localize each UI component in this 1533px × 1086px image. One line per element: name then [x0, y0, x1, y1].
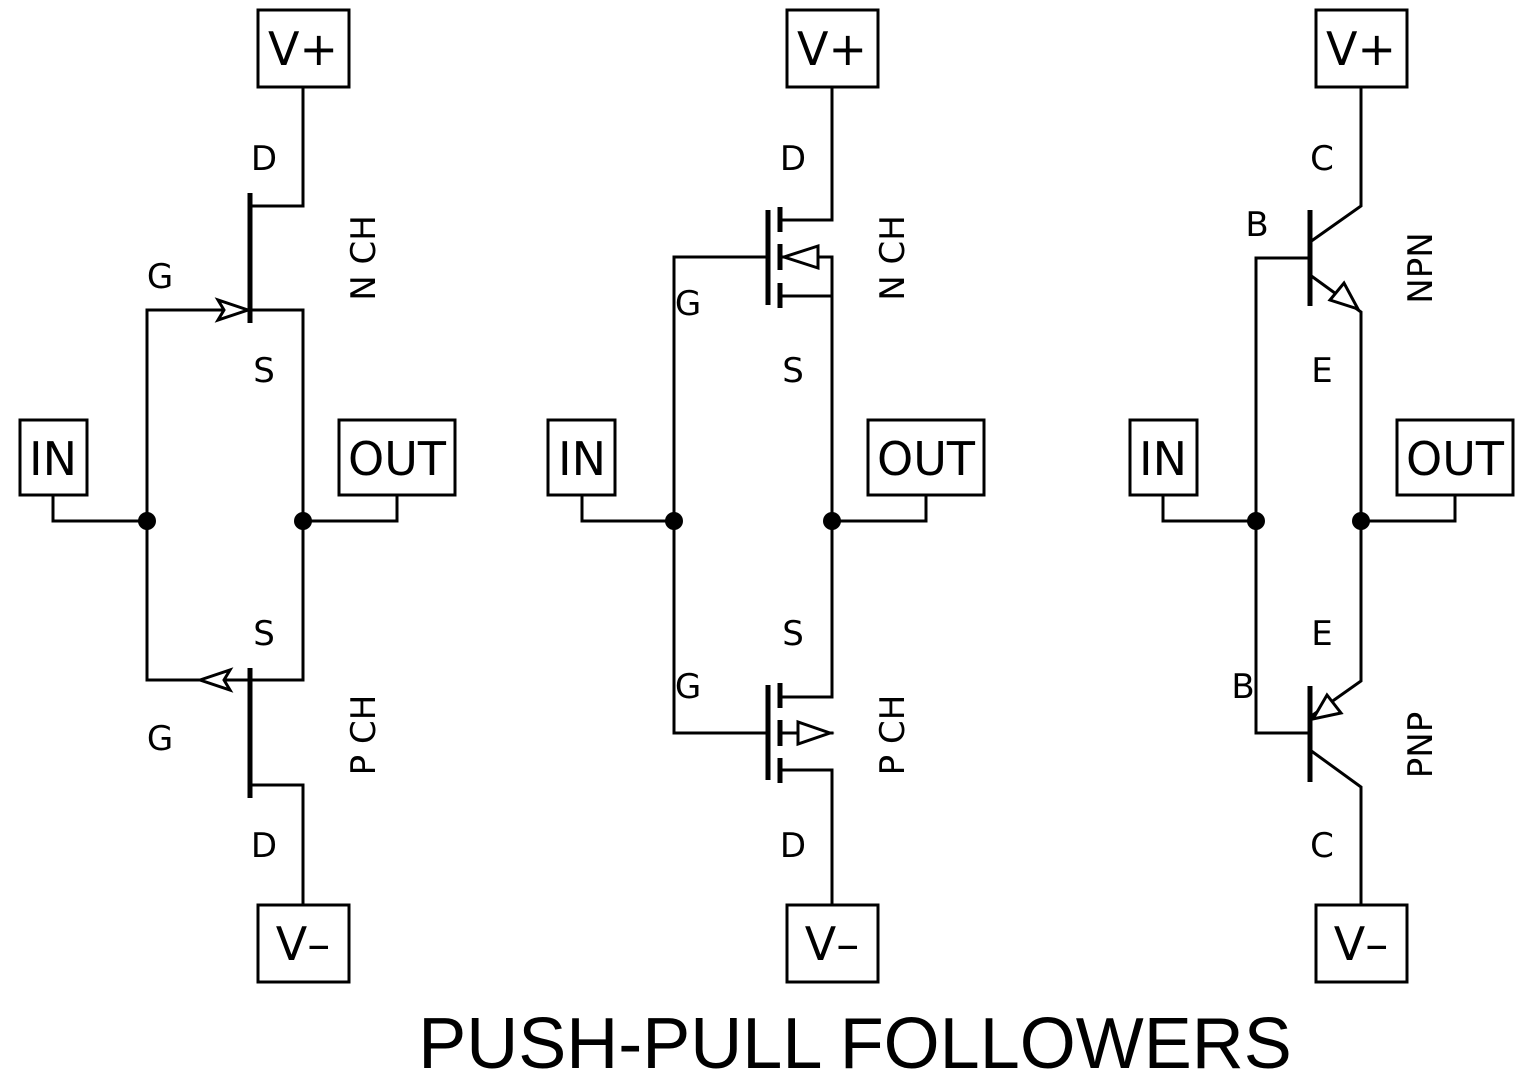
jfet-input-label: IN [29, 432, 77, 486]
mosfet-p-drain-label: D [780, 826, 806, 866]
bjt-circuit: V+ V– IN OUT C B E E B C NPN PNP [1128, 8, 1515, 984]
bjt-npn-emitter-arrow [1327, 280, 1362, 312]
mosfet-circuit: V+ V– IN OUT D G S S G D N CH P CH [546, 8, 986, 984]
jfet-p-gate-label: G [147, 719, 173, 759]
mosfet-input-junction [665, 512, 683, 530]
bjt-wires [1161, 85, 1457, 907]
jfet-p-type-label: P CH [344, 695, 384, 776]
mosfet-input-box [546, 418, 617, 497]
jfet-p-source-label: S [253, 614, 275, 654]
bjt-bottom-rail-label: V– [1334, 917, 1388, 971]
bjt-pnp-type-label: PNP [1401, 712, 1441, 778]
jfet-n-source-label: S [253, 351, 275, 391]
jfet-input-box [18, 418, 89, 497]
jfet-input-junction [138, 512, 156, 530]
bjt-pnp-collector-label: C [1310, 826, 1334, 866]
mosfet-p-gate-label: G [675, 667, 701, 707]
mosfet-output-box [866, 418, 986, 497]
bjt-pnp-base-label: B [1231, 667, 1254, 707]
bjt-top-rail-label: V+ [1326, 22, 1396, 76]
jfet-bottom-rail-label: V– [276, 917, 330, 971]
mosfet-n-body-arrow [779, 243, 820, 271]
jfet-circuit: V+ V– IN OUT D G S S G D N CH P CH [18, 8, 457, 984]
jfet-bottom-rail-box [256, 903, 351, 984]
jfet-output-junction [294, 512, 312, 530]
bjt-output-box [1395, 418, 1515, 497]
mosfet-top-rail-label: V+ [797, 22, 867, 76]
jfet-n-drain-label: D [251, 139, 277, 179]
jfet-wires [51, 85, 399, 907]
bjt-npn-emitter-label: E [1311, 351, 1332, 391]
mosfet-n-type-label: N CH [873, 215, 913, 301]
bjt-npn-type-label: NPN [1401, 232, 1441, 303]
bjt-npn-collector-label: C [1310, 139, 1334, 179]
diagram-title: PUSH-PULL FOLLOWERS [418, 1004, 1292, 1084]
mosfet-n-drain-label: D [780, 139, 806, 179]
mosfet-input-label: IN [558, 432, 606, 486]
mosfet-output-label: OUT [877, 432, 976, 486]
bjt-top-rail-box [1314, 8, 1409, 89]
mosfet-n-gate-label: G [675, 284, 701, 324]
bjt-input-junction [1247, 512, 1265, 530]
jfet-output-box [337, 418, 457, 497]
bjt-npn-base-label: B [1245, 205, 1268, 245]
bjt-pnp-emitter-arrow [1309, 692, 1344, 722]
jfet-n-gate-arrow [214, 297, 253, 323]
jfet-top-rail-label: V+ [268, 22, 338, 76]
mosfet-bottom-rail-box [785, 903, 880, 984]
bjt-input-label: IN [1139, 432, 1187, 486]
jfet-n-gate-label: G [147, 257, 173, 297]
mosfet-output-junction [823, 512, 841, 530]
mosfet-p-source-label: S [782, 614, 804, 654]
bjt-output-label: OUT [1406, 432, 1505, 486]
jfet-top-rail-box [256, 8, 351, 89]
mosfet-top-rail-box [785, 8, 880, 89]
jfet-p-drain-label: D [251, 826, 277, 866]
jfet-output-label: OUT [348, 432, 447, 486]
bjt-output-junction [1352, 512, 1370, 530]
bjt-bottom-rail-box [1314, 903, 1409, 984]
bjt-pnp-emitter-label: E [1311, 614, 1332, 654]
jfet-n-type-label: N CH [344, 215, 384, 301]
mosfet-p-type-label: P CH [873, 695, 913, 776]
mosfet-bottom-rail-label: V– [805, 917, 859, 971]
bjt-input-box [1128, 418, 1199, 497]
mosfet-n-source-label: S [782, 351, 804, 391]
jfet-p-gate-arrow [195, 667, 234, 693]
mosfet-p-body-arrow [796, 719, 835, 747]
